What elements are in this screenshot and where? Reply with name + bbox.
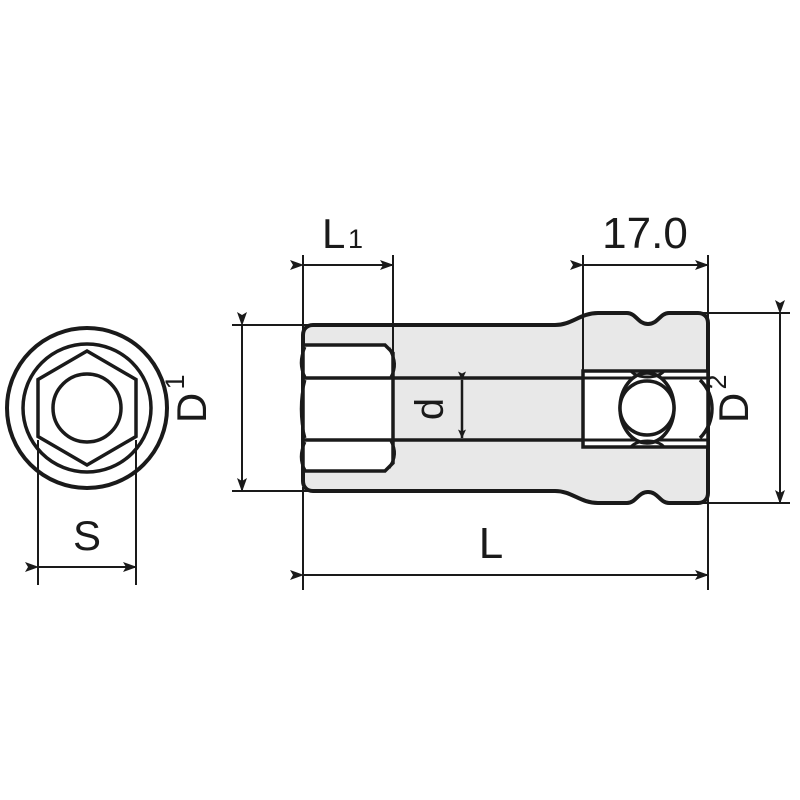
l1-dimension-subscript: 1: [348, 224, 363, 254]
d-small-dimension-group: d: [408, 371, 466, 439]
hex-cavity-chamfer-bottom: [387, 440, 396, 469]
detent-hole-circle: [618, 379, 676, 437]
d-small-dimension-label: d: [408, 398, 452, 420]
drive-scallop-arc-top: [629, 369, 666, 379]
d1-dimension-label: D: [168, 393, 215, 423]
side-view-group: [299, 311, 714, 505]
d2-dimension-label: D: [710, 393, 757, 423]
l1-dimension-group: L 1: [290, 210, 394, 352]
d1-dimension-subscript: 1: [160, 374, 190, 389]
d1-dimension-group: D 1: [160, 312, 310, 492]
hex-cavity-outline: [301, 343, 395, 473]
drive-end-rim-arc: [698, 378, 714, 440]
hex-cavity-chamfer-top: [387, 347, 396, 378]
l-total-dimension-label: L: [479, 519, 503, 568]
width17-dimension-label: 17.0: [602, 209, 688, 258]
l-total-dimension-group: L: [290, 487, 709, 590]
drive-scallop-arc-bottom: [629, 439, 666, 449]
d2-dimension-subscript: 2: [702, 374, 732, 389]
d2-dimension-group: D 2: [700, 300, 790, 504]
hex-cavity-edge-arc-bottom: [299, 441, 307, 471]
s-dimension-label: S: [73, 512, 101, 559]
hex-cavity-edge-arc-top: [299, 346, 307, 378]
end-view-bore-circle: [51, 372, 123, 444]
hex-cavity-edge-arc-middle: [299, 379, 307, 439]
l1-dimension-label: L: [322, 210, 345, 257]
width17-dimension-group: 17.0: [570, 209, 709, 378]
end-view-group: S: [5, 326, 169, 585]
